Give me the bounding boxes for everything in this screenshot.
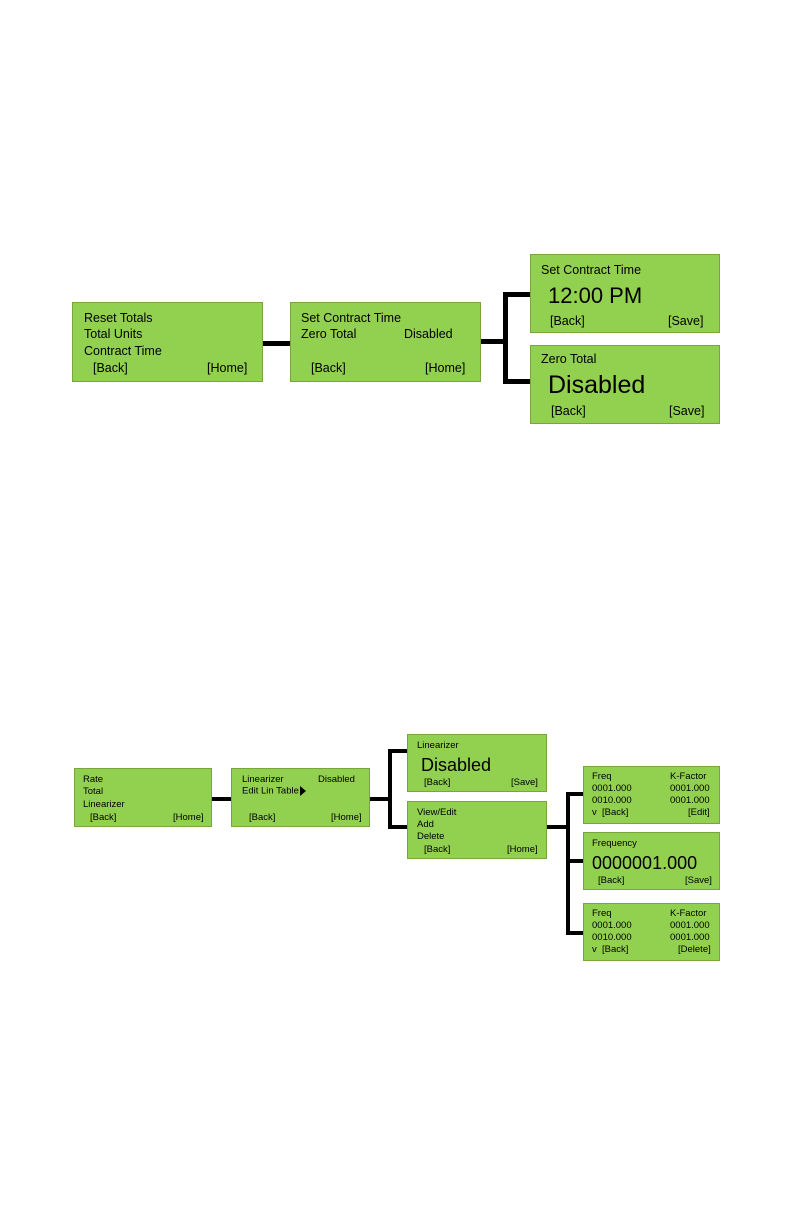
save-button[interactable]: [Save] [511, 777, 538, 788]
scroll-down-indicator[interactable]: v [592, 944, 597, 955]
contract-time-menu-screen: Set Contract Time Zero Total Disabled [B… [290, 302, 481, 382]
home-button[interactable]: [Home] [331, 812, 362, 823]
table-cell[interactable]: 0001.000 [670, 783, 710, 794]
connector-line [263, 341, 290, 346]
linearizer-setting-screen: Linearizer Disabled [Back] [Save] [407, 734, 547, 792]
table-cell[interactable]: 0001.000 [592, 920, 632, 931]
connector-line [388, 749, 392, 829]
table-cell[interactable]: 0001.000 [670, 795, 710, 806]
zero-total-setting[interactable]: Disabled [548, 371, 646, 399]
screen-title: Linearizer [417, 740, 459, 751]
back-button[interactable]: [Back] [311, 361, 346, 375]
home-button[interactable]: [Home] [425, 361, 466, 375]
back-button[interactable]: [Back] [424, 777, 451, 788]
frequency-value[interactable]: 0000001.000 [592, 853, 698, 873]
edit-button[interactable]: [Edit] [688, 807, 710, 818]
back-button[interactable]: [Back] [551, 404, 586, 418]
column-header-freq: Freq [592, 771, 612, 782]
table-cell[interactable]: 0001.000 [592, 783, 632, 794]
edit-lin-table-screen: View/Edit Add Delete [Back] [Home] [407, 801, 547, 859]
table-cell[interactable]: 0001.000 [670, 920, 710, 931]
back-button[interactable]: [Back] [249, 812, 276, 823]
menu-item-total[interactable]: Total [83, 786, 104, 797]
menu-item-add[interactable]: Add [417, 819, 434, 830]
home-button[interactable]: [Home] [173, 812, 204, 823]
connector-line [566, 792, 570, 935]
menu-item-contract-time[interactable]: Contract Time [84, 344, 162, 358]
connector-line [566, 931, 583, 935]
zero-total-value: Disabled [404, 327, 453, 341]
save-button[interactable]: [Save] [685, 875, 712, 886]
menu-item-edit-lin-table[interactable]: Edit Lin Table [242, 786, 306, 796]
menu-item-view-edit[interactable]: View/Edit [417, 807, 457, 818]
connector-line [388, 749, 407, 753]
screen-title: Set Contract Time [541, 263, 642, 277]
main-menu-screen: Reset Totals Total Units Contract Time [… [72, 302, 263, 382]
back-button[interactable]: [Back] [424, 844, 451, 855]
scroll-down-indicator[interactable]: v [592, 807, 597, 818]
main-menu-screen-2: Rate Total Linearizer [Back] [Home] [74, 768, 212, 827]
connector-line [566, 792, 583, 796]
back-button[interactable]: [Back] [602, 944, 629, 955]
time-value[interactable]: 12:00 PM [548, 283, 643, 308]
set-contract-time-screen: Set Contract Time 12:00 PM [Back] [Save] [530, 254, 720, 333]
menu-item-reset-totals[interactable]: Reset Totals [84, 311, 153, 325]
delete-table-screen: Freq K-Factor 0001.000 0001.000 0010.000… [583, 903, 720, 961]
back-button[interactable]: [Back] [93, 361, 128, 375]
back-button[interactable]: [Back] [90, 812, 117, 823]
delete-button[interactable]: [Delete] [678, 944, 711, 955]
save-button[interactable]: [Save] [669, 404, 705, 418]
connector-line [370, 797, 390, 801]
linearizer-setting[interactable]: Disabled [421, 755, 492, 775]
connector-line [566, 859, 583, 863]
back-button[interactable]: [Back] [598, 875, 625, 886]
menu-item-delete[interactable]: Delete [417, 831, 445, 842]
connector-line [503, 292, 508, 384]
view-edit-table-screen: Freq K-Factor 0001.000 0001.000 0010.000… [583, 766, 720, 824]
column-header-k-factor: K-Factor [670, 771, 707, 782]
table-cell[interactable]: 0001.000 [670, 932, 710, 943]
table-cell[interactable]: 0010.000 [592, 932, 632, 943]
right-arrow-icon [299, 786, 306, 796]
column-header-k-factor: K-Factor [670, 908, 707, 919]
zero-total-screen: Zero Total Disabled [Back] [Save] [530, 345, 720, 424]
connector-line [212, 797, 231, 801]
back-button[interactable]: [Back] [602, 807, 629, 818]
home-button[interactable]: [Home] [507, 844, 538, 855]
frequency-screen: Frequency 0000001.000 [Back] [Save] [583, 832, 720, 890]
menu-item-rate[interactable]: Rate [83, 774, 104, 785]
connector-line [503, 292, 530, 297]
column-header-freq: Freq [592, 908, 612, 919]
connector-line [546, 825, 568, 829]
menu-item-zero-total[interactable]: Zero Total [301, 327, 357, 341]
menu-item-set-contract-time[interactable]: Set Contract Time [301, 311, 402, 325]
edit-lin-table-label: Edit Lin Table [242, 785, 299, 797]
connector-line [481, 339, 505, 344]
linearizer-value: Disabled [318, 774, 355, 785]
connector-line [388, 825, 407, 829]
linearizer-menu-screen: Linearizer Disabled Edit Lin Table [Back… [231, 768, 370, 827]
screen-title: Frequency [592, 838, 637, 849]
save-button[interactable]: [Save] [668, 314, 704, 328]
home-button[interactable]: [Home] [207, 361, 248, 375]
back-button[interactable]: [Back] [550, 314, 585, 328]
connector-line [503, 379, 530, 384]
menu-item-linearizer[interactable]: Linearizer [83, 799, 125, 810]
screen-title: Zero Total [541, 352, 597, 366]
menu-item-total-units[interactable]: Total Units [84, 327, 143, 341]
menu-item-linearizer[interactable]: Linearizer [242, 774, 284, 785]
table-cell[interactable]: 0010.000 [592, 795, 632, 806]
